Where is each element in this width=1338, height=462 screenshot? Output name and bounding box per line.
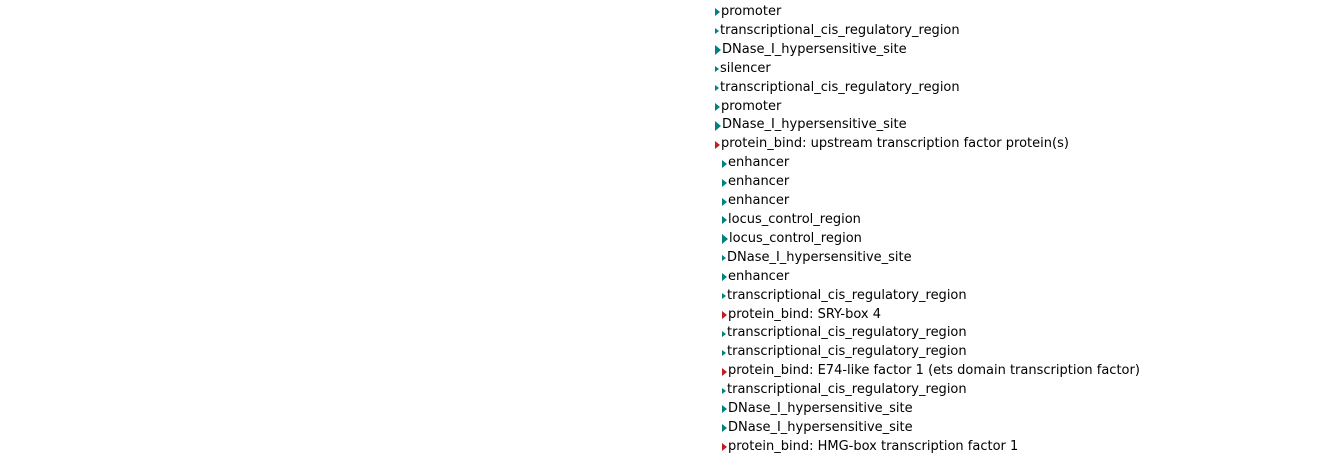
feature-marker-icon[interactable] — [715, 45, 721, 56]
feature-row[interactable]: promoter — [715, 98, 1140, 117]
feature-marker-icon[interactable] — [722, 443, 727, 452]
feature-marker-icon[interactable] — [722, 255, 726, 262]
feature-row[interactable]: transcriptional_cis_regulatory_region — [715, 287, 1140, 306]
feature-label: protein_bind: upstream transcription fac… — [721, 136, 1069, 152]
feature-label: transcriptional_cis_regulatory_region — [720, 79, 960, 95]
feature-marker-icon[interactable] — [722, 330, 726, 337]
feature-label: locus_control_region — [728, 211, 861, 227]
feature-label: DNase_I_hypersensitive_site — [728, 419, 913, 435]
feature-row[interactable]: transcriptional_cis_regulatory_region — [715, 343, 1140, 362]
feature-row[interactable]: transcriptional_cis_regulatory_region — [715, 324, 1140, 343]
feature-marker-icon[interactable] — [722, 367, 727, 376]
feature-label: transcriptional_cis_regulatory_region — [727, 325, 967, 341]
feature-label: enhancer — [728, 268, 790, 284]
feature-row[interactable]: protein_bind: E74-like factor 1 (ets dom… — [715, 362, 1140, 381]
feature-marker-icon[interactable] — [722, 424, 727, 433]
feature-marker-icon[interactable] — [715, 85, 719, 92]
feature-row[interactable]: enhancer — [715, 192, 1140, 211]
feature-label: locus_control_region — [729, 230, 862, 246]
feature-label: promoter — [721, 4, 782, 19]
feature-marker-icon[interactable] — [722, 273, 727, 282]
feature-marker-icon[interactable] — [722, 349, 726, 356]
feature-label: transcriptional_cis_regulatory_region — [727, 287, 967, 303]
feature-label: transcriptional_cis_regulatory_region — [720, 22, 960, 38]
feature-label: DNase_I_hypersensitive_site — [722, 117, 907, 133]
feature-marker-icon[interactable] — [722, 310, 727, 319]
feature-marker-icon[interactable] — [715, 8, 720, 17]
feature-marker-icon[interactable] — [715, 140, 720, 149]
feature-row[interactable]: transcriptional_cis_regulatory_region — [715, 22, 1140, 41]
feature-row[interactable]: enhancer — [715, 154, 1140, 173]
feature-label: protein_bind: HMG-box transcription fact… — [728, 438, 1019, 454]
feature-row[interactable]: locus_control_region — [715, 230, 1140, 249]
feature-row[interactable]: protein_bind: HMG-box transcription fact… — [715, 438, 1140, 457]
feature-marker-icon[interactable] — [722, 293, 726, 300]
feature-label: enhancer — [728, 193, 790, 209]
feature-row[interactable]: transcriptional_cis_regulatory_region — [715, 381, 1140, 400]
feature-label: protein_bind: E74-like factor 1 (ets dom… — [728, 363, 1140, 379]
feature-label: silencer — [720, 60, 771, 76]
feature-marker-icon[interactable] — [722, 159, 727, 168]
feature-label: transcriptional_cis_regulatory_region — [727, 344, 967, 360]
feature-list: promoter transcriptional_cis_regulatory_… — [715, 3, 1140, 457]
feature-label: transcriptional_cis_regulatory_region — [727, 382, 967, 398]
feature-row[interactable]: DNase_I_hypersensitive_site — [715, 41, 1140, 60]
feature-marker-icon[interactable] — [715, 102, 720, 111]
feature-label: DNase_I_hypersensitive_site — [722, 41, 907, 57]
feature-label: enhancer — [728, 174, 790, 190]
feature-label: enhancer — [728, 155, 790, 171]
feature-label: promoter — [721, 98, 782, 114]
feature-row[interactable]: DNase_I_hypersensitive_site — [715, 419, 1140, 438]
feature-marker-icon[interactable] — [722, 216, 727, 225]
feature-marker-icon[interactable] — [722, 178, 727, 187]
feature-label: DNase_I_hypersensitive_site — [727, 249, 912, 265]
feature-row[interactable]: enhancer — [715, 173, 1140, 192]
feature-row[interactable]: enhancer — [715, 268, 1140, 287]
feature-label: protein_bind: SRY-box 4 — [728, 306, 882, 322]
feature-marker-icon[interactable] — [715, 120, 721, 131]
feature-marker-icon[interactable] — [715, 28, 719, 35]
feature-row[interactable]: DNase_I_hypersensitive_site — [715, 249, 1140, 268]
feature-marker-icon[interactable] — [722, 234, 728, 245]
feature-row[interactable]: DNase_I_hypersensitive_site — [715, 116, 1140, 135]
feature-marker-icon[interactable] — [722, 405, 727, 414]
feature-row[interactable]: protein_bind: SRY-box 4 — [715, 306, 1140, 325]
feature-label: DNase_I_hypersensitive_site — [728, 401, 913, 417]
feature-marker-icon[interactable] — [722, 387, 726, 394]
feature-row[interactable]: transcriptional_cis_regulatory_region — [715, 79, 1140, 98]
feature-marker-icon[interactable] — [715, 66, 719, 73]
feature-row[interactable]: protein_bind: upstream transcription fac… — [715, 135, 1140, 154]
feature-row[interactable]: DNase_I_hypersensitive_site — [715, 400, 1140, 419]
feature-row[interactable]: locus_control_region — [715, 211, 1140, 230]
feature-marker-icon[interactable] — [722, 197, 727, 206]
feature-row[interactable]: promoter — [715, 3, 1140, 22]
feature-row[interactable]: silencer — [715, 60, 1140, 79]
